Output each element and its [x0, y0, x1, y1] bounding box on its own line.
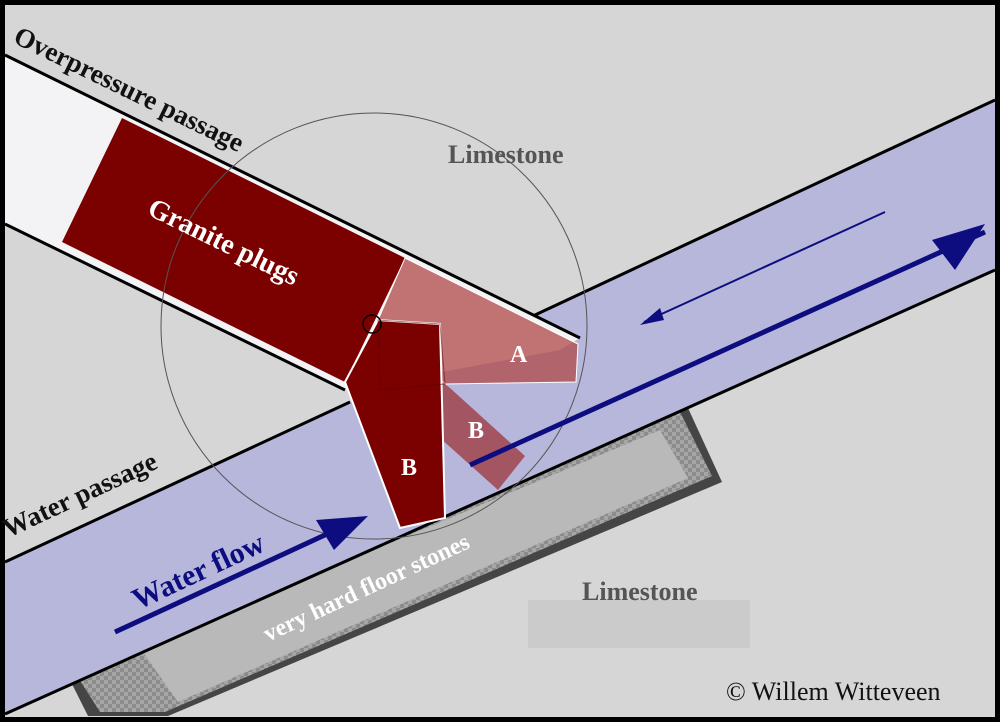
pivot-point [362, 314, 382, 334]
limestone-bottom-label: Limestone [582, 577, 698, 606]
limestone-top-label: Limestone [448, 140, 564, 169]
granite-plugs [62, 118, 405, 382]
plug-overlap-guide [377, 319, 446, 391]
water-flow-arrow [113, 525, 342, 635]
flow-arrow-reverse [643, 211, 886, 323]
rotation-circle [160, 112, 588, 540]
water-passage-top-wall [4, 400, 351, 564]
plug-b-middle-label: B [468, 418, 484, 444]
water-passage [5, 100, 995, 714]
water-flow-arrow-head [316, 516, 368, 550]
water-passage-bottom-wall [4, 268, 996, 716]
copyright-label: © Willem Witteveen [726, 677, 941, 706]
water-passage-top-wall-right [519, 98, 996, 324]
flow-arrow-main [468, 229, 987, 468]
floor-stones-face [140, 430, 688, 702]
flow-arrow-main-head [932, 224, 985, 270]
plug-b-lower-label: B [401, 455, 417, 481]
overpressure-passage-bottom-wall [4, 222, 346, 392]
flow-arrow-reverse-head [640, 308, 664, 325]
plug-a-label: A [510, 342, 528, 368]
plug-b-lower [343, 318, 447, 530]
overpressure-passage-top-wall [4, 53, 581, 340]
floor-shadow-patch [528, 600, 750, 648]
